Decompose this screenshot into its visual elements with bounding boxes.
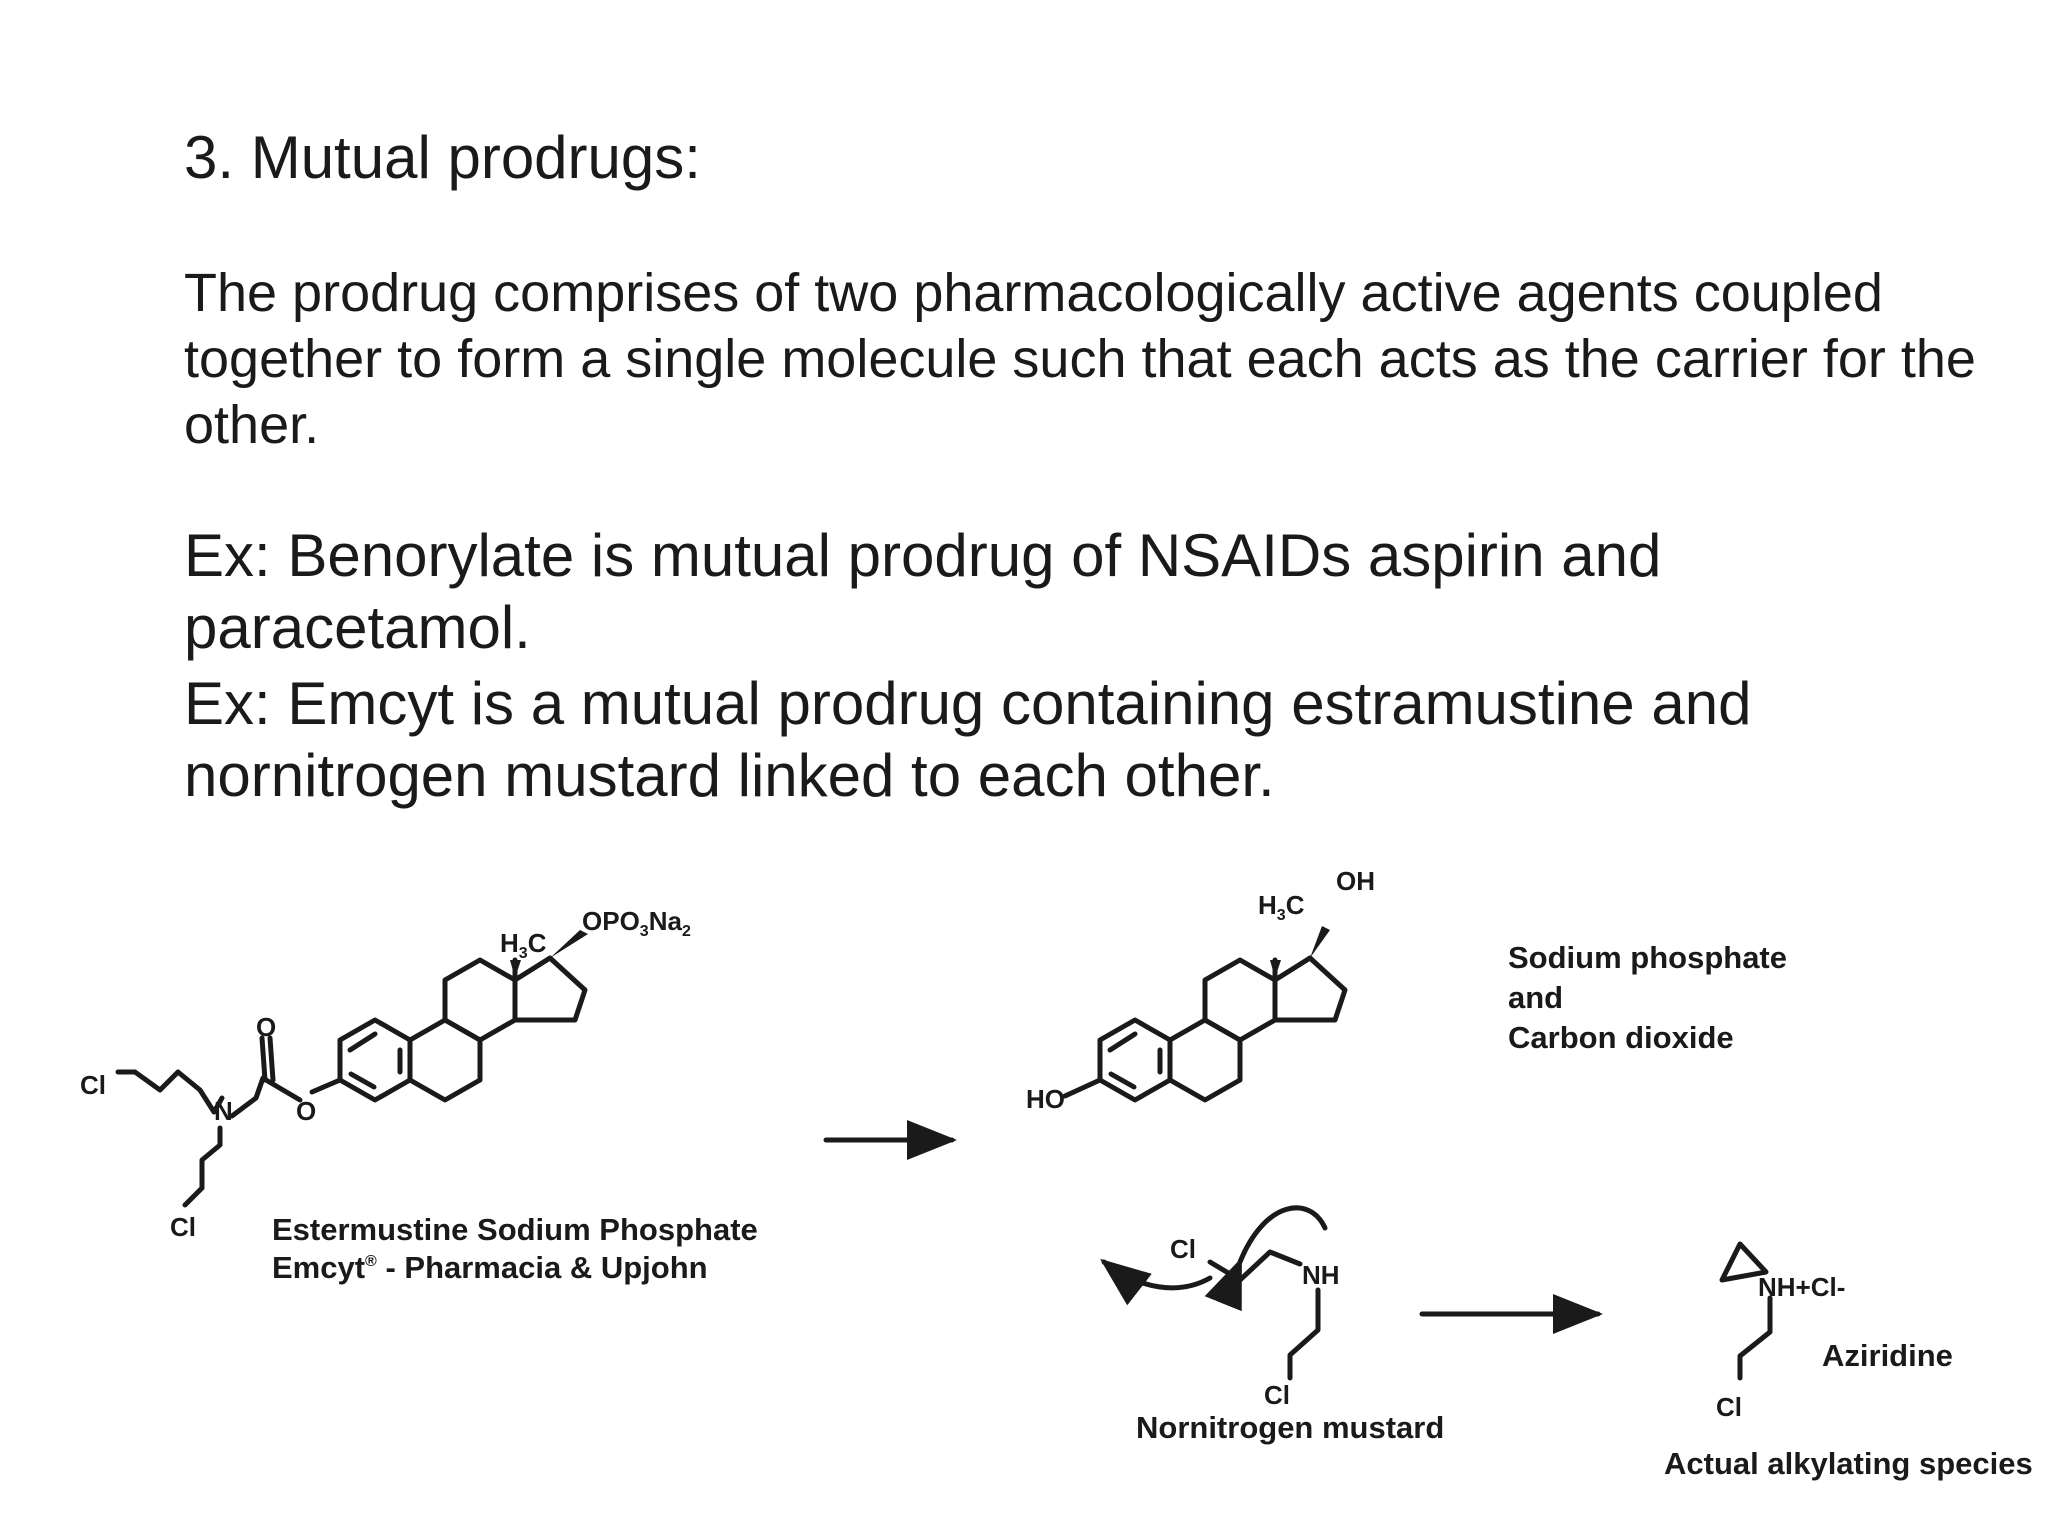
chlorine-atom: Cl xyxy=(1716,1392,1742,1422)
methyl-label: H3C xyxy=(500,928,547,962)
amine-label: NH xyxy=(1302,1260,1340,1290)
estradiol-structure xyxy=(1062,926,1348,1103)
chlorine-atom: Cl xyxy=(1264,1380,1290,1410)
mustard-name: Nornitrogen mustard xyxy=(1136,1410,1444,1445)
prodrug-brand: Emcyt® - Pharmacia & Upjohn xyxy=(272,1250,708,1285)
hydroxyl-label: HO xyxy=(1026,1084,1065,1114)
chlorine-atom: Cl xyxy=(1170,1234,1196,1264)
chlorine-atom: Cl xyxy=(80,1070,106,1100)
alkylating-species-caption: Actual alkylating species xyxy=(1664,1446,2033,1481)
hydroxyl-label: OH xyxy=(1336,866,1375,896)
prodrug-name: Estermustine Sodium Phosphate xyxy=(272,1212,758,1247)
estramustine-structure xyxy=(115,930,588,1208)
byproduct-line: Carbon dioxide xyxy=(1508,1020,1734,1055)
example-emcyt: Ex: Emcyt is a mutual prodrug containing… xyxy=(184,670,1752,809)
example-benorylate: Ex: Benorylate is mutual prodrug of NSAI… xyxy=(184,522,1662,661)
aziridine-name: Aziridine xyxy=(1822,1338,1953,1373)
aziridine-structure xyxy=(1719,1241,1773,1381)
phosphate-label: OPO3Na2 xyxy=(582,906,691,940)
slide-heading: 3. Mutual prodrugs: xyxy=(184,124,701,191)
aziridinium-label: NH+Cl- xyxy=(1758,1272,1845,1302)
nornitrogen-mustard-structure xyxy=(1100,1205,1328,1381)
methyl-label: H3C xyxy=(1258,890,1305,924)
chlorine-atom: Cl xyxy=(170,1212,196,1242)
byproduct-line: and xyxy=(1508,980,1563,1015)
ester-oxygen-atom: O xyxy=(296,1096,316,1126)
carbonyl-oxygen-atom: O xyxy=(256,1012,276,1042)
definition-paragraph: The prodrug comprises of two pharmacolog… xyxy=(184,263,1976,455)
byproduct-line: Sodium phosphate xyxy=(1508,940,1787,975)
nitrogen-atom: N xyxy=(214,1096,233,1126)
